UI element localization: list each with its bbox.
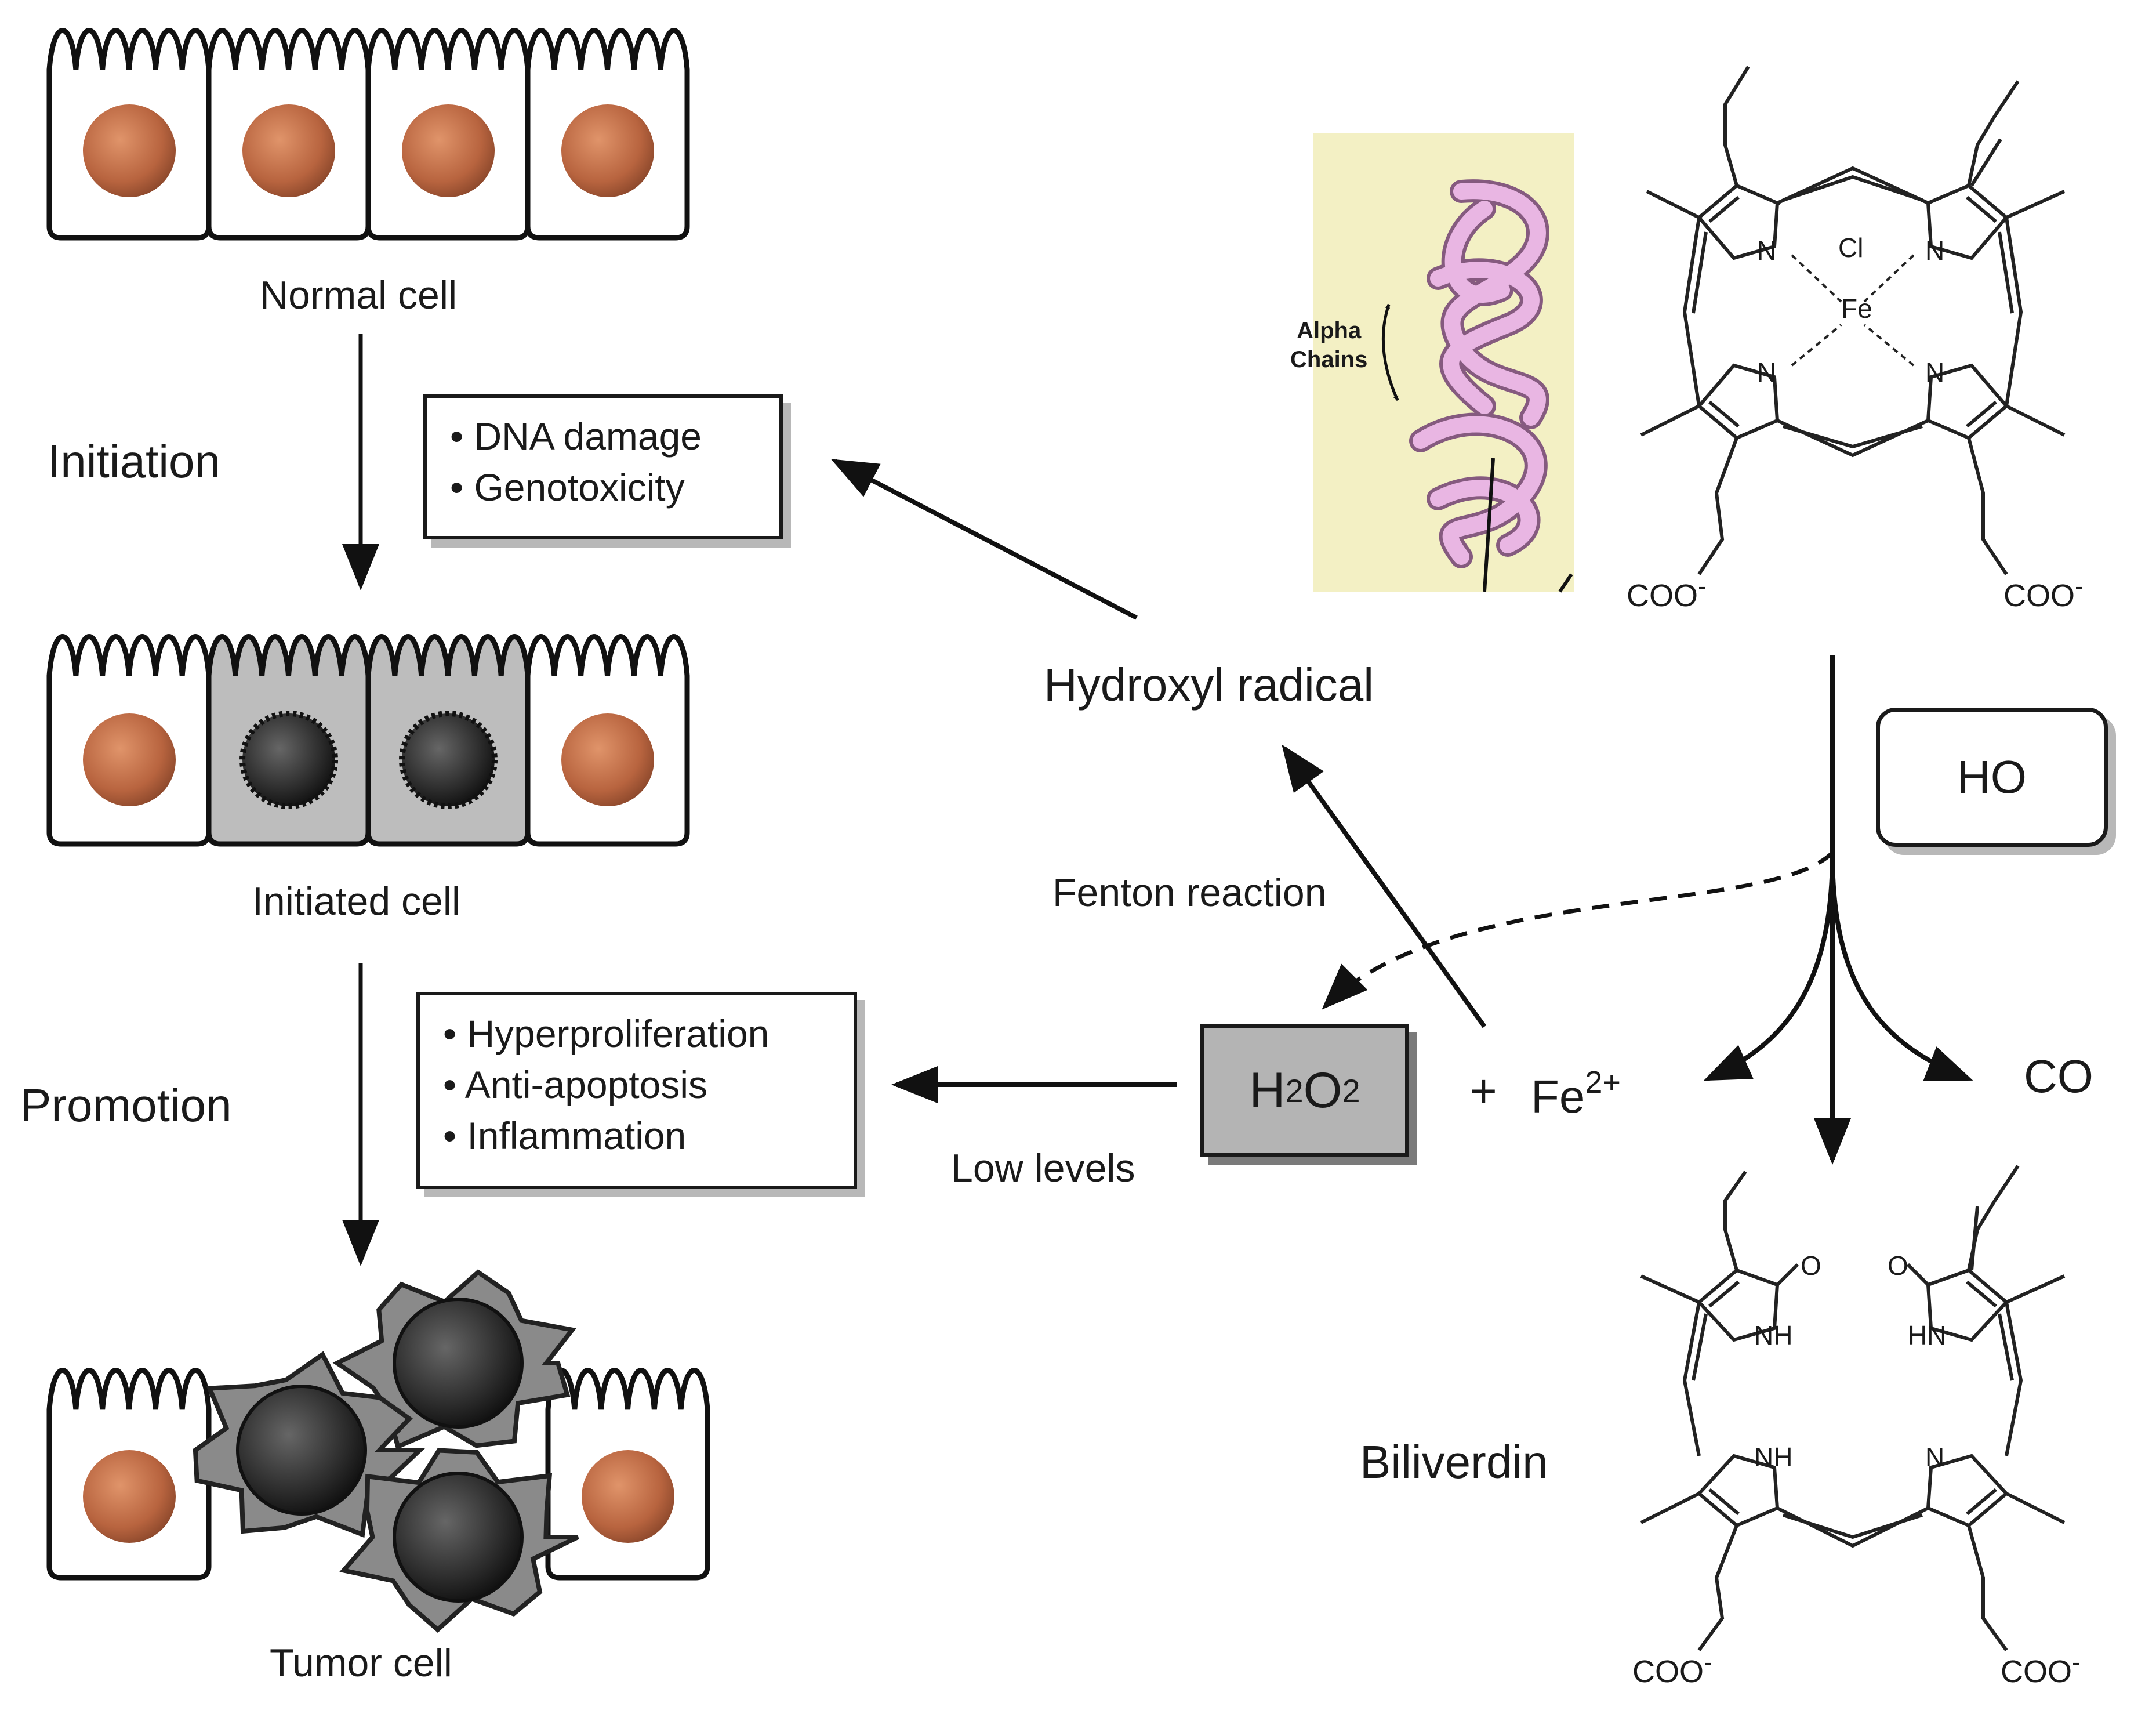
tumor-nucleus [236,1385,367,1516]
hemoglobin-protein-image [1313,133,1574,593]
alpha-line2: Chains [1290,347,1368,372]
initiated-cell [206,634,371,847]
heme-coo-right-text: COO [2003,578,2075,613]
bili-coo-left-charge: - [1704,1647,1713,1677]
normal-cell [46,634,212,847]
inflammation-item: • Inflammation [443,1114,687,1157]
h2o2-h: H [1249,1062,1286,1118]
heme-n-tl: N [1757,235,1777,266]
initiated-cell [365,634,531,847]
promotion-label: Promotion [20,1079,232,1131]
h2o2-o: O [1303,1062,1342,1118]
biliverdin-label: Biliverdin [1360,1436,1548,1488]
heme-fe: Fe [1841,293,1872,324]
heme-structure [1640,66,2066,575]
bili-coo-right: COO- [2001,1647,2081,1690]
fenton-reaction-label: Fenton reaction [1052,871,1327,915]
anti-apoptosis-item: • Anti-apoptosis [443,1063,708,1106]
normal-cell-label: Normal cell [260,273,458,317]
normal-cell [365,28,531,241]
low-levels-label: Low levels [951,1146,1135,1190]
heme-coo-left-charge: - [1698,571,1707,601]
normal-cell [525,28,690,241]
heme-n-tr: N [1925,235,1945,266]
heme-coo-right: COO- [2003,571,2084,614]
ho-to-co-arrow [1830,852,1973,1081]
bili-n-bottom: N [1925,1442,1945,1472]
normal-cell [46,28,212,241]
ho-to-h2o2-dashed-arrow [1322,851,1834,1010]
initiated-cell-label: Initiated cell [252,879,461,923]
hydroxyl-to-dna-arrow [830,459,1138,620]
heme-n-br: N [1925,357,1945,387]
co-label: CO [2024,1050,2093,1102]
initiation-label: Initiation [48,436,220,487]
nucleus [83,104,176,197]
bili-nh-top: NH [1754,1320,1793,1350]
abnormal-nucleus [239,711,338,809]
heme-coo-right-charge: - [2075,571,2084,601]
biliverdin-structure [1640,1165,2066,1651]
bili-hn-top: HN [1908,1320,1947,1350]
alpha-line1: Alpha [1297,318,1362,343]
dna-damage-box: • DNA damage • Genotoxicity [423,394,783,539]
tumor-nucleus [393,1472,524,1603]
bili-nh-bottom: NH [1754,1442,1793,1472]
promotion-effects-box: • Hyperproliferation • Anti-apoptosis • … [416,992,857,1189]
heme-cl: Cl [1838,233,1864,263]
nucleus [83,1450,176,1543]
heme-n-bl: N [1757,357,1777,387]
h2o2-sub2: 2 [1342,1072,1360,1109]
abnormal-nucleus [399,711,498,809]
h2o2-sub1: 2 [1285,1072,1304,1109]
tumor-cell-2 [193,1351,426,1538]
tumor-cell-1 [332,1269,577,1450]
bili-coo-right-charge: - [2072,1647,2081,1677]
fenton-arrow [1282,744,1487,1028]
genotoxicity-item: • Genotoxicity [450,466,685,509]
dna-damage-item: • DNA damage [450,415,702,458]
heme-coo-left: COO- [1627,571,1707,614]
fe-text: Fe [1531,1071,1585,1122]
bili-coo-left-text: COO [1632,1654,1704,1689]
nucleus [582,1450,674,1543]
alpha-chains-label: Alpha Chains [1290,316,1367,374]
normal-cell [525,634,690,847]
nucleus [242,104,335,197]
tumor-nucleus [393,1298,524,1429]
nucleus [561,713,654,806]
tumor-cell-3 [339,1448,579,1633]
fe-charge: 2+ [1585,1065,1621,1100]
ho-enzyme-box: HO [1876,708,2108,847]
bili-o-left: O [1801,1251,1821,1281]
normal-cell [206,28,371,241]
bili-o-right: O [1888,1251,1908,1281]
fe2-label: Fe2+ [1531,1064,1621,1124]
tumor-cell-label: Tumor cell [270,1641,452,1685]
nucleus [402,104,495,197]
hyperproliferation-item: • Hyperproliferation [443,1012,770,1055]
bili-coo-left: COO- [1632,1647,1712,1690]
heme-coo-left-text: COO [1627,578,1698,613]
ho-label: HO [1957,751,2027,803]
normal-cell [545,1368,710,1581]
plus-sign: + [1470,1065,1497,1117]
hydroxyl-radical-label: Hydroxyl radical [1044,659,1374,711]
bili-coo-right-text: COO [2001,1654,2072,1689]
nucleus [561,104,654,197]
normal-cell [46,1368,212,1581]
ho-to-fe-arrow [1703,852,1835,1081]
nucleus [83,713,176,806]
